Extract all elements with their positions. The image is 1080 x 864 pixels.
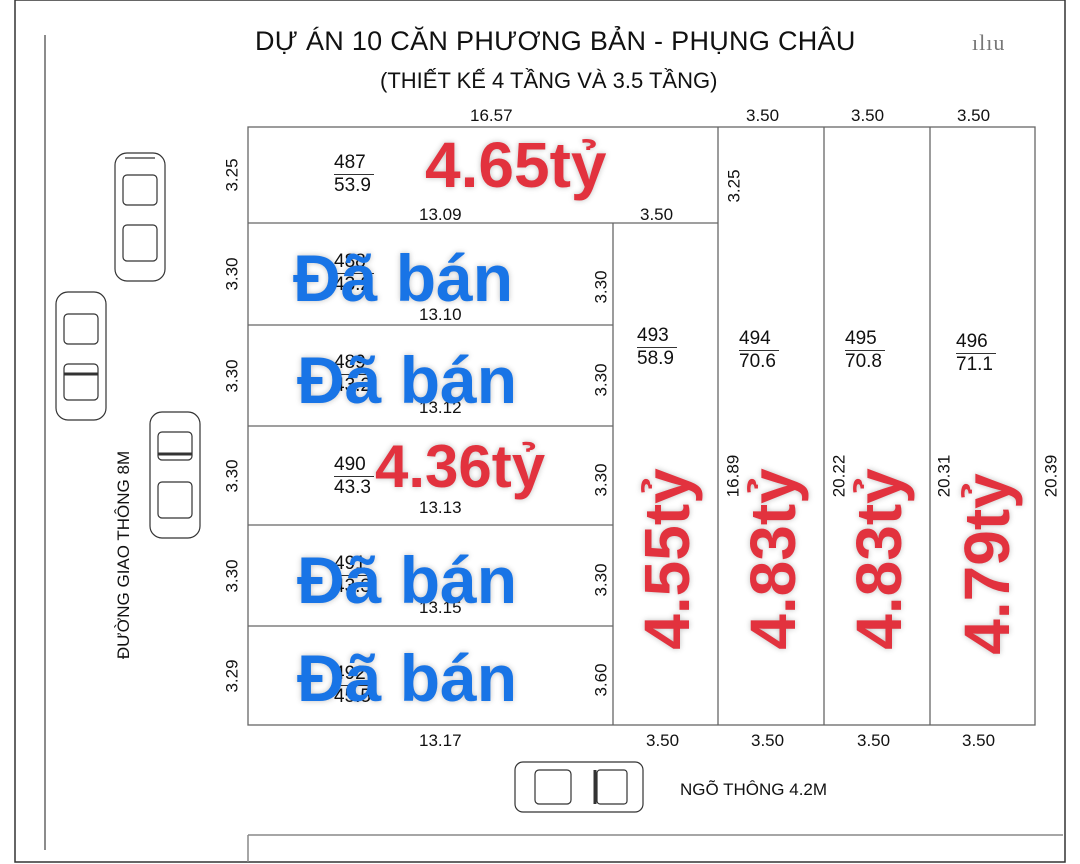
sold-491: Đã bán <box>297 543 518 617</box>
price-493: 4.55tỷ <box>631 468 703 650</box>
road-label-left: ĐƯỜNG GIAO THÔNG 8M <box>114 450 134 660</box>
dim-top-total: 16.57 <box>470 106 513 125</box>
dim-right: 3.30 <box>591 563 611 597</box>
dim-bottom: 13.17 <box>419 731 462 750</box>
sold-488: Đã bán <box>293 241 514 315</box>
dim-top: 3.50 <box>746 106 780 125</box>
plot-number: 494 <box>739 328 779 351</box>
dim-width: 13.09 <box>419 205 462 224</box>
plot-area: 45.5 <box>334 686 371 707</box>
car-icon <box>55 291 107 421</box>
plot-area: 70.6 <box>739 351 776 372</box>
dim-bottom: 3.50 <box>962 731 996 750</box>
page-subtitle: (THIẾT KẾ 4 TẦNG VÀ 3.5 TẦNG) <box>380 68 718 93</box>
price-487: 4.65tỷ <box>425 129 607 201</box>
price-494: 4.83tỷ <box>737 468 809 650</box>
dim-row: 3.30 <box>222 359 242 393</box>
dim-length: 20.39 <box>1041 454 1061 498</box>
plot-area: 58.9 <box>637 348 674 369</box>
dim-width: 13.15 <box>419 598 462 617</box>
dim-494-left: 3.25 <box>724 169 744 203</box>
dim-bottom: 3.50 <box>751 731 785 750</box>
plot-area: 53.9 <box>334 175 371 196</box>
plot-number: 490 <box>334 454 374 477</box>
dim-top: 3.50 <box>851 106 885 125</box>
dim-width: 13.12 <box>419 398 462 417</box>
plot-area: 70.8 <box>845 351 882 372</box>
plot-area: 43.2 <box>334 375 371 396</box>
dim-right: 3.30 <box>591 270 611 304</box>
dim-bottom: 3.50 <box>646 731 680 750</box>
sold-492: Đã bán <box>297 641 518 715</box>
plot-number: 495 <box>845 328 885 351</box>
dim-right: 3.30 <box>591 363 611 397</box>
dim-487-right: 3.50 <box>640 205 674 224</box>
car-icon <box>114 152 166 282</box>
dim-right: 3.30 <box>591 463 611 497</box>
price-495: 4.83tỷ <box>843 468 915 650</box>
dim-row: 3.30 <box>222 459 242 493</box>
plot-area: 43.2 <box>334 274 371 295</box>
car-icon <box>149 411 201 539</box>
road-label-bottom: NGÕ THÔNG 4.2M <box>680 780 828 799</box>
car-icons <box>55 152 644 813</box>
price-496: 4.79tỷ <box>951 473 1023 655</box>
plot-area: 43.3 <box>334 576 371 597</box>
dim-row: 3.30 <box>222 559 242 593</box>
dim-row: 3.29 <box>222 659 242 693</box>
plot-number: 496 <box>956 331 996 354</box>
plot-area: 43.3 <box>334 477 371 498</box>
plot-number: 493 <box>637 325 677 348</box>
plot-number: 487 <box>334 152 374 175</box>
sold-489: Đã bán <box>297 343 518 417</box>
dim-right: 3.60 <box>591 663 611 697</box>
dim-top: 3.50 <box>957 106 991 125</box>
plot-area: 71.1 <box>956 354 993 375</box>
dim-width: 13.10 <box>419 305 462 324</box>
plot-boundaries <box>247 126 1036 726</box>
dim-width: 13.13 <box>419 498 462 517</box>
dim-row: 3.30 <box>222 257 242 291</box>
car-icon <box>514 761 644 813</box>
price-490: 4.36tỷ <box>375 433 546 500</box>
dim-row: 3.25 <box>222 158 242 192</box>
dim-bottom: 3.50 <box>857 731 891 750</box>
signature: ılıu <box>972 30 1006 55</box>
page-title: DỰ ÁN 10 CĂN PHƯƠNG BẢN - PHỤNG CHÂU <box>255 26 856 56</box>
outer-frame <box>14 0 1066 863</box>
